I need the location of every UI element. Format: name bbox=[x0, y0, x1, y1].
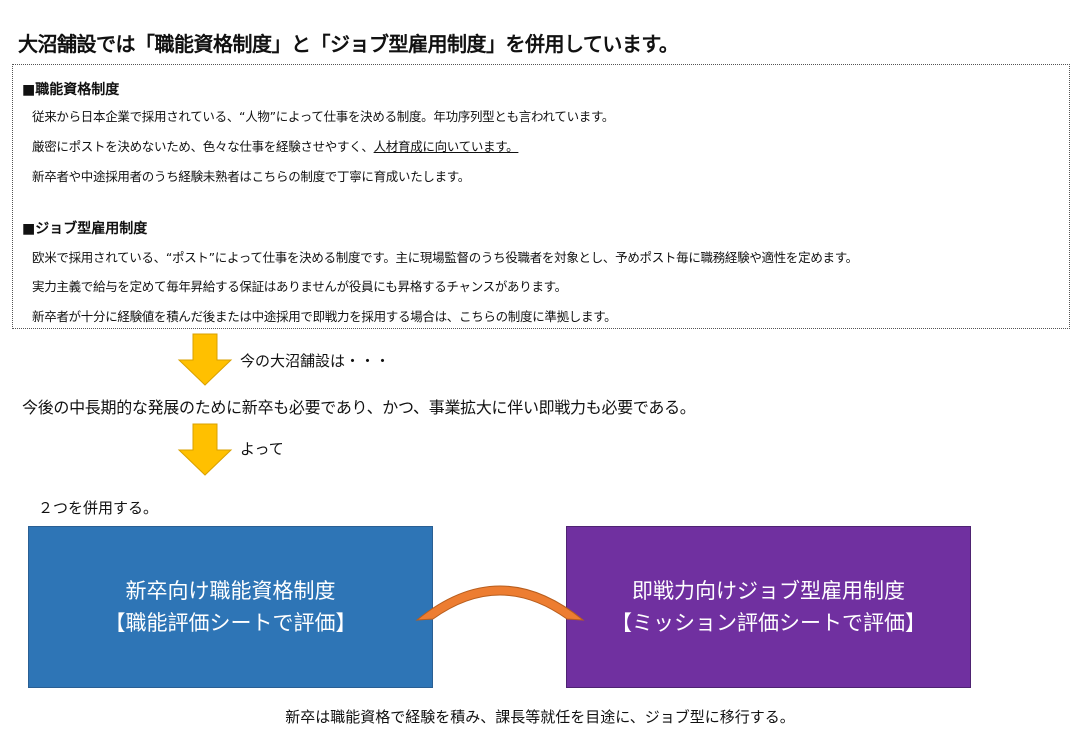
connector-arc bbox=[415, 585, 585, 621]
panel-title: 即戦力向けジョブ型雇用制度 bbox=[632, 579, 905, 603]
section-line: 実力主義で給与を定めて毎年昇給する保証はありませんが役員にも昇格するチャンスがあ… bbox=[32, 279, 567, 294]
arrow-caption: 今の大沼舗設は・・・ bbox=[240, 352, 391, 370]
footer-note: 新卒は職能資格で経験を積み、課長等就任を目途に、ジョブ型に移行する。 bbox=[285, 708, 795, 726]
down-arrow-icon bbox=[177, 423, 233, 476]
section-line: 欧米で採用されている、“ポスト”によって仕事を決める制度です。主に現場監督のうち… bbox=[32, 250, 858, 265]
panel-title: 新卒向け職能資格制度 bbox=[125, 579, 336, 603]
section-line: 厳密にポストを決めないため、色々な仕事を経験させやすく、人材育成に向いています。 bbox=[32, 136, 519, 155]
statement: 今後の中長期的な発展のために新卒も必要であり、かつ、事業拡大に伴い即戦力も必要で… bbox=[22, 398, 696, 417]
section-heading-job: ■ジョブ型雇用制度 bbox=[22, 221, 148, 237]
down-arrow-icon bbox=[177, 333, 233, 386]
section-heading-shokuno: ■職能資格制度 bbox=[22, 82, 120, 98]
conclusion: ２つを併用する。 bbox=[38, 499, 159, 517]
arrow-caption: よって bbox=[240, 440, 284, 458]
section-line: 新卒者や中途採用者のうち経験未熟者はこちらの制度で丁寧に育成いたします。 bbox=[32, 169, 470, 184]
line-text: 厳密にポストを決めないため、色々な仕事を経験させやすく、 bbox=[32, 139, 374, 154]
panel-subtitle: 【職能評価シートで評価】 bbox=[104, 611, 357, 635]
explanation-box bbox=[12, 64, 1070, 329]
section-line: 従来から日本企業で採用されている、“人物”によって仕事を決める制度。年功序列型と… bbox=[32, 109, 615, 124]
shokuno-panel: 新卒向け職能資格制度 【職能評価シートで評価】 bbox=[28, 526, 433, 688]
page-title: 大沼舗設では「職能資格制度」と「ジョブ型雇用制度」を併用しています。 bbox=[18, 32, 679, 56]
job-panel: 即戦力向けジョブ型雇用制度 【ミッション評価シートで評価】 bbox=[566, 526, 971, 688]
underlined-text: 人材育成に向いています。 bbox=[373, 139, 519, 154]
section-line: 新卒者が十分に経験値を積んだ後または中途採用で即戦力を採用する場合は、こちらの制… bbox=[32, 309, 617, 324]
panel-subtitle: 【ミッション評価シートで評価】 bbox=[611, 611, 926, 635]
